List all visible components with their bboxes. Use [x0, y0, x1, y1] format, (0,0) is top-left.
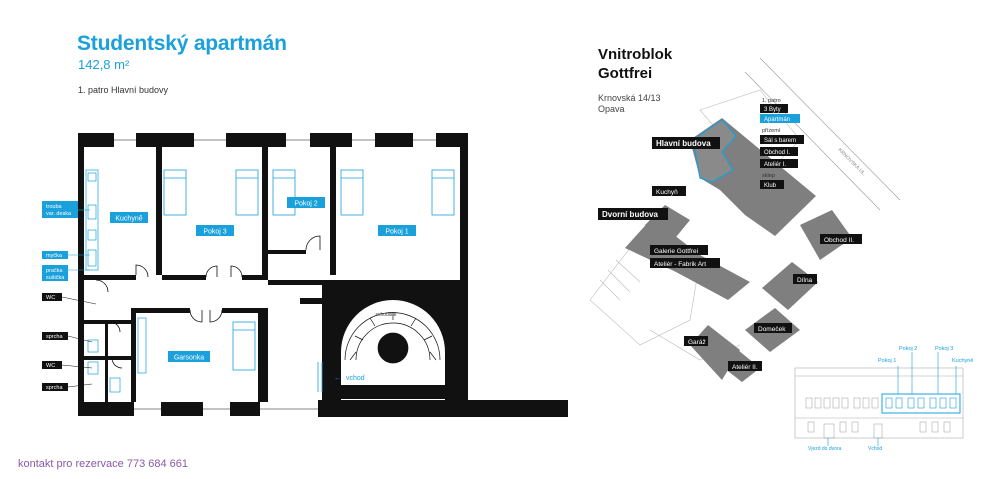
label-kuchyn: Kuchyň — [656, 189, 678, 196]
site-legend: 1. patro 3 Byty Apartmán přízemí Sál s b… — [760, 98, 804, 189]
label-fabrik: Ateliér - Fabrik Art — [654, 261, 706, 268]
legend-prizemi: přízemí — [762, 128, 781, 134]
site-address-line1: Krnovská 14/13 — [598, 93, 661, 103]
legend-klub: Klub — [764, 183, 777, 189]
label-wc-2: WC — [46, 363, 55, 369]
label-pracka: pračka — [46, 268, 63, 274]
plan-floor: 1. patro Hlavní budovy — [78, 85, 169, 95]
site-title-line2: Gottfrei — [598, 65, 653, 82]
facade-pokoj-3: Pokoj 3 — [935, 346, 953, 352]
entrance-arrow-icon: ← — [334, 375, 341, 382]
label-sprcha-2: sprcha — [46, 385, 63, 391]
site-address-line2: Opava — [598, 104, 625, 114]
legend-byty: 3 Byty — [764, 107, 781, 113]
entrance-label: vchod — [346, 375, 365, 382]
site-labels: Hlavní budova Kuchyň Dvorní budova Galer… — [598, 137, 862, 371]
site-address: Krnovská 14/13 Opava — [598, 93, 698, 115]
label-dvorni: Dvorní budova — [602, 210, 659, 219]
label-domecek: Domeček — [758, 326, 786, 333]
plan-title: Studentský apartmán — [77, 32, 287, 55]
label-mycka: myčka — [46, 253, 63, 259]
room-2-label: Pokoj 2 — [294, 201, 317, 208]
floor-plan: Kuchyně Pokoj 3 Pokoj 2 Pokoj 1 Garsonka… — [42, 133, 568, 417]
site-title-line1: Vnitroblok — [598, 46, 673, 63]
facade: Pokoj 1 Pokoj 2 Pokoj 3 Kuchyně Vjezd do… — [794, 346, 973, 452]
label-garaz: Garáž — [688, 339, 706, 346]
room-labels: Kuchyně Pokoj 3 Pokoj 2 Pokoj 1 Garsonka — [110, 197, 416, 362]
facade-kuchyne: Kuchyně — [952, 358, 973, 364]
legend-sklep: sklep — [762, 173, 775, 179]
legend-atelier-1: Ateliér I. — [764, 162, 786, 168]
room-1-label: Pokoj 1 — [385, 229, 408, 236]
label-sprcha-1: sprcha — [46, 334, 63, 340]
room-3-label: Pokoj 3 — [203, 229, 226, 236]
side-labels: trouba var. deska myčka pračka sušička W… — [42, 201, 97, 391]
entrance-marker: ← vchod — [317, 362, 365, 392]
facade-vchod: Vchod — [868, 446, 882, 452]
label-dilna: Dílna — [797, 277, 813, 284]
legend-obchod-1: Obchod I. — [764, 150, 790, 156]
label-trouba: trouba — [46, 204, 63, 210]
label-atelier-2: Ateliér II. — [732, 364, 758, 371]
contact-line: kontakt pro rezervace 773 684 661 — [18, 458, 189, 470]
site-map: KRNOVSKÁ UL. 1. patro 3 Byty Apartmán př… — [589, 57, 901, 382]
label-wc-1: WC — [46, 295, 55, 301]
label-obchod-2: Obchod II. — [824, 237, 854, 244]
legend-sal: Sál s barem — [764, 138, 796, 144]
apartment-highlight — [692, 119, 737, 183]
stairs-label: schodiště — [375, 312, 396, 318]
facade-pokoj-1: Pokoj 1 — [878, 358, 896, 364]
label-hlavni: Hlavní budova — [656, 139, 711, 148]
label-galerie: Galerie Gottfrei — [654, 248, 698, 255]
plan-area: 142,8 m² — [78, 57, 130, 72]
label-susicka: sušička — [46, 275, 65, 281]
room-kitchen-label: Kuchyně — [115, 216, 142, 223]
facade-pokoj-2: Pokoj 2 — [899, 346, 917, 352]
legend-apartman: Apartmán — [764, 117, 790, 123]
site-title: Vnitroblok Gottfrei — [598, 45, 718, 83]
label-varna-deska: var. deska — [46, 211, 72, 217]
facade-vjezd: Vjezd do dvora — [808, 446, 842, 452]
legend-patro: 1. patro — [762, 98, 781, 104]
room-garsonka-label: Garsonka — [174, 355, 204, 362]
